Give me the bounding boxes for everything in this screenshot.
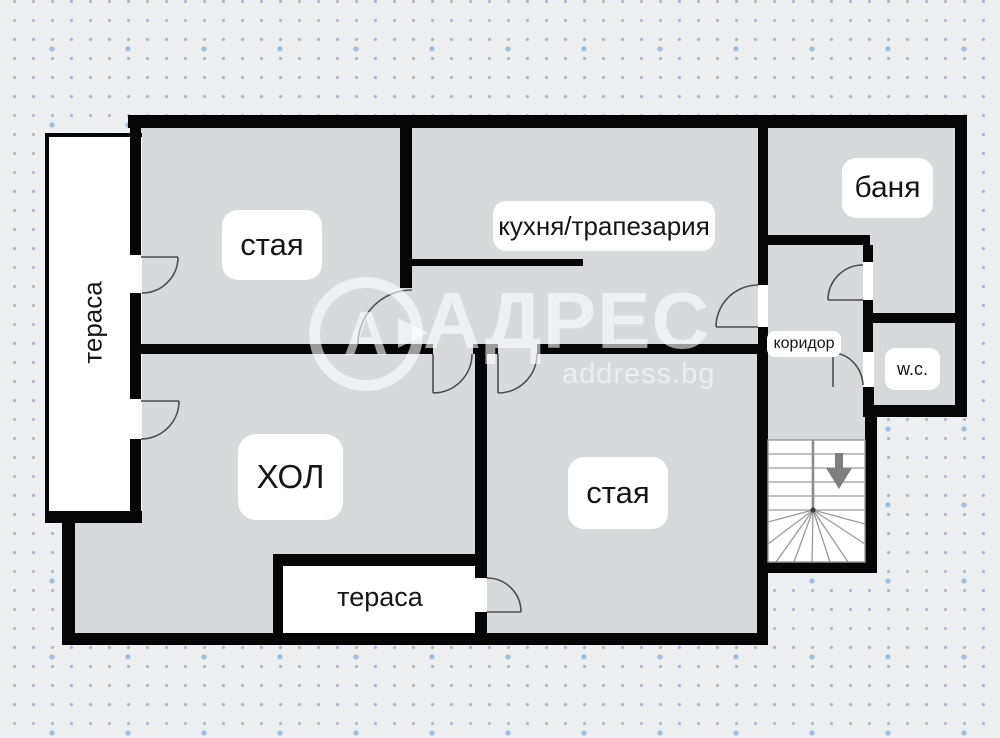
- door-corridor-wc: [832, 352, 864, 387]
- label-terrace-bottom: тераса: [337, 581, 423, 612]
- label-corridor: коридор: [767, 331, 841, 357]
- door-thresholds: [475, 262, 874, 612]
- wall-stair-right: [865, 417, 877, 573]
- label-hall: ХОЛ: [238, 434, 343, 520]
- wall-wc-left: [863, 387, 874, 405]
- wall-left-upper-1: [130, 128, 141, 255]
- wall-stair-bottom: [757, 561, 877, 573]
- label-terrace-left: тераса: [78, 280, 108, 364]
- stair-apex-dot: [810, 507, 816, 513]
- wall-hall-room-divider-a: [475, 344, 487, 578]
- door-room-top-kitchen: [357, 289, 413, 345]
- terrace-left-box: [45, 133, 142, 511]
- wall-terrace-ledge: [45, 511, 142, 523]
- wall-bath-entry-2: [863, 300, 873, 352]
- door-corridor-bath: [827, 264, 864, 301]
- label-wc: w.c.: [885, 348, 940, 390]
- wall-top: [128, 115, 967, 128]
- door-room-bottom-terrace: [486, 577, 522, 613]
- label-bath: баня: [842, 158, 933, 218]
- wall-mid-c: [537, 344, 768, 354]
- wall-hall-room-divider-b: [475, 612, 487, 645]
- door-room-top-terrace: [141, 256, 179, 294]
- wall-right-outer: [955, 115, 967, 417]
- wall-room-bottom-right: [757, 344, 768, 645]
- wall-mid-a: [130, 344, 433, 354]
- door-kitchen-corridor: [715, 284, 759, 328]
- door-kitchen-room-bottom: [497, 353, 538, 394]
- label-room-bottom: стая: [568, 457, 668, 529]
- wall-left-lower: [62, 511, 75, 645]
- door-hall-terrace: [140, 400, 180, 440]
- stairs-down-arrow-icon: [826, 453, 852, 489]
- wall-wc-bottom: [863, 405, 967, 417]
- wall-kitchen-half: [412, 259, 583, 266]
- wall-bottom-outer: [62, 633, 768, 645]
- wall-kitchen-corridor-upper: [758, 128, 768, 285]
- wall-left-upper-3: [130, 439, 141, 511]
- wall-bath-entry-1: [863, 245, 873, 262]
- door-swings: [140, 256, 864, 613]
- wall-wc-top: [870, 313, 955, 323]
- staircase: [767, 439, 866, 563]
- door-kitchen-hall: [432, 353, 473, 394]
- label-room-top: стая: [222, 210, 322, 280]
- wall-kitchen-corridor-lower: [758, 327, 768, 354]
- wall-kitchen-divider: [400, 128, 412, 288]
- wall-bath-bottom: [768, 235, 870, 245]
- label-kitchen: кухня/трапезария: [493, 201, 715, 251]
- terrace-bottom-box: [273, 554, 487, 645]
